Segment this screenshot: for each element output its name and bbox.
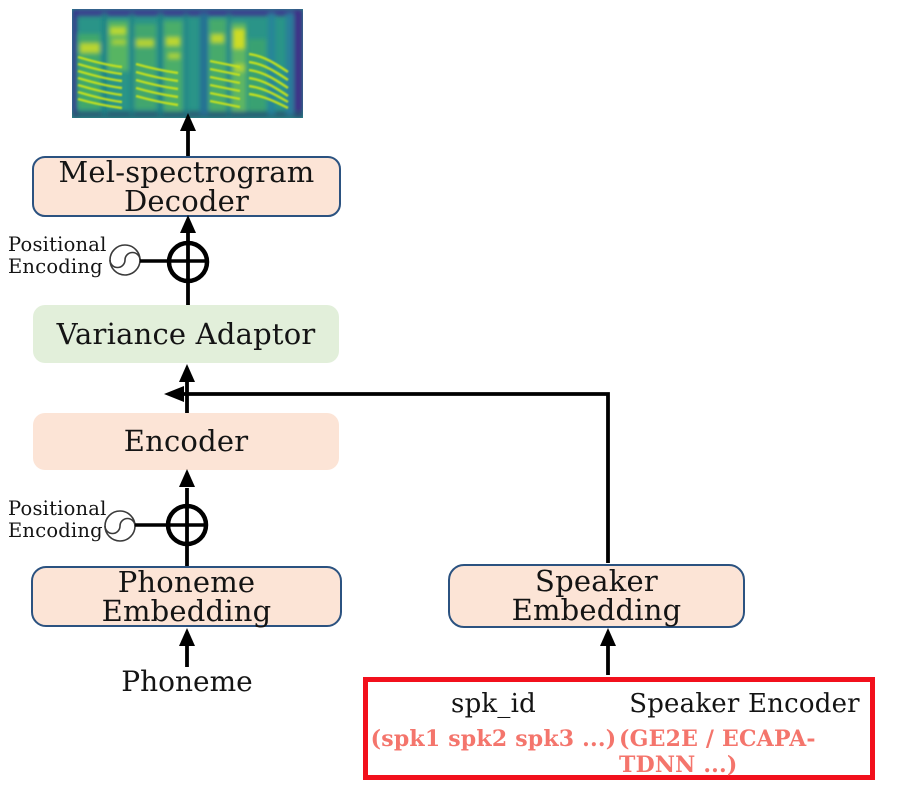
variance-adaptor-box: Variance Adaptor: [33, 305, 339, 363]
arrow-phoneme-embedding-to-encoder: [179, 469, 195, 566]
mel-spectrogram-image: [72, 9, 303, 118]
phoneme-embedding-label: Phoneme Embedding: [101, 564, 272, 628]
encoder-box: Encoder: [33, 413, 339, 470]
circle-plus-icon-upper: [166, 240, 210, 284]
mel-spectrogram-decoder-box: Mel-spectrogram Decoder: [32, 156, 341, 217]
mel-spectrogram-decoder-label: Mel-spectrogram Decoder: [58, 154, 315, 218]
circle-plus-icon-lower: [165, 503, 209, 547]
arrow-decoder-to-spectrogram: [180, 113, 196, 156]
speaker-embedding-label: Speaker Embedding: [511, 564, 682, 627]
spk-id-label: spk_id: [451, 689, 536, 719]
arrow-encoder-to-variance: [179, 364, 195, 413]
sine-icon-upper: [109, 244, 141, 276]
positional-encoding-label-lower: Positional Encoding: [8, 497, 107, 542]
mel-spectrogram-art: [72, 9, 303, 118]
encoder-label: Encoder: [123, 424, 249, 458]
speaker-encoder-source: Speaker Encoder (GE2E / ECAPA-TDNN ...): [619, 682, 870, 778]
arrow-sources-to-speaker-embedding: [600, 628, 616, 675]
speaker-source-box: spk_id (spk1 spk2 spk3 ...) Speaker Enco…: [363, 677, 875, 780]
speaker-encoder-examples: (GE2E / ECAPA-TDNN ...): [619, 726, 816, 778]
positional-encoding-label-upper: Positional Encoding: [8, 233, 107, 278]
phoneme-input-label: Phoneme: [121, 665, 253, 698]
sine-icon-lower: [104, 510, 136, 542]
arrow-variance-to-decoder: [180, 215, 196, 305]
speaker-embedding-box: Speaker Embedding: [448, 564, 745, 628]
arrow-phoneme-to-embedding: [179, 628, 195, 667]
variance-adaptor-label: Variance Adaptor: [56, 316, 316, 351]
spk-id-examples: (spk1 spk2 spk3 ...): [370, 726, 617, 752]
speaker-encoder-label: Speaker Encoder: [629, 689, 860, 719]
phoneme-embedding-box: Phoneme Embedding: [31, 566, 342, 627]
spk-id-source: spk_id (spk1 spk2 spk3 ...): [368, 682, 619, 775]
